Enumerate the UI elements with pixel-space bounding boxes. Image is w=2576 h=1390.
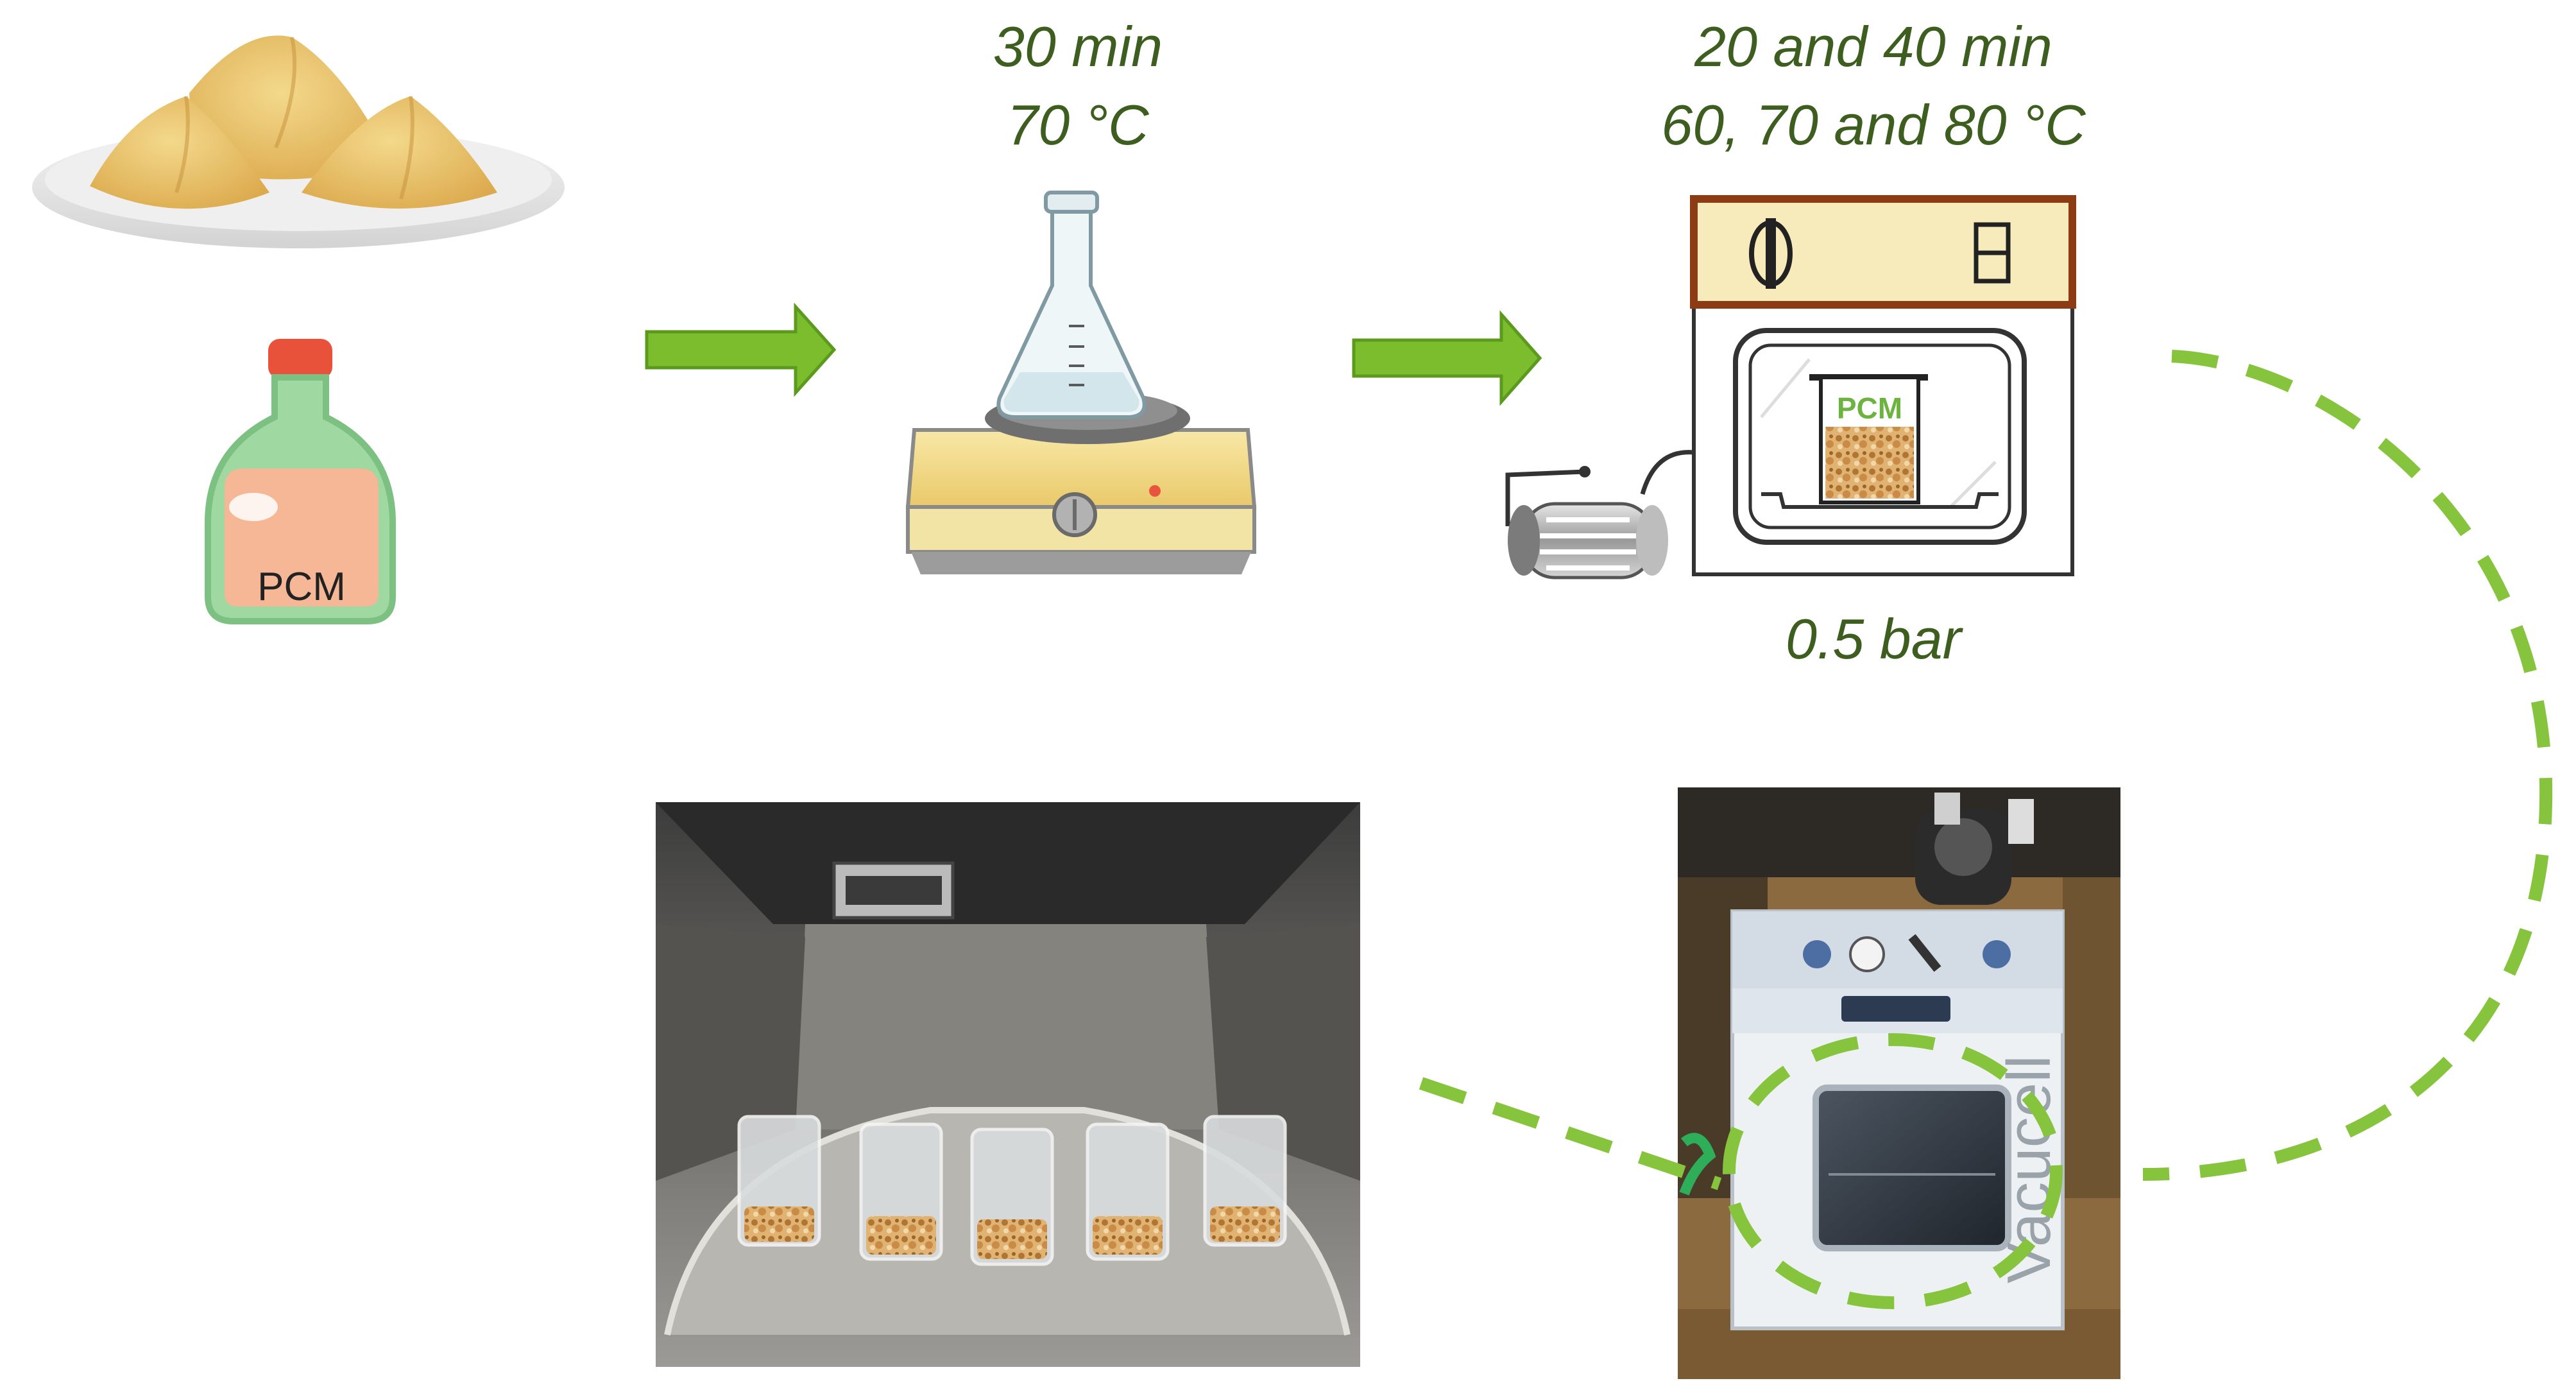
pump-icon	[1915, 793, 2034, 905]
vacuum-oven-schematic: PCM	[1690, 195, 2076, 576]
beaker-icon	[970, 1128, 1054, 1266]
dashed-connector	[1419, 350, 2553, 1309]
step2-temperature: 70 °C	[1007, 93, 1149, 157]
erlenmeyer-flask-icon	[996, 191, 1147, 419]
beaker-icon: PCM	[1809, 374, 1928, 504]
step3-temperatures: 60, 70 and 80 °C	[1661, 93, 2086, 157]
bottle-pcm-label: PCM	[257, 565, 346, 609]
arrow-right-icon	[645, 302, 837, 397]
sand-pile-icon	[32, 35, 565, 248]
knob-icon	[1803, 934, 2011, 972]
step3-pressure: 0.5 bar	[1786, 607, 1961, 671]
vacuum-pump-icon	[1505, 450, 1694, 579]
vacuum-oven-photo: Vacucell	[1678, 787, 2120, 1379]
beaker-icon	[1086, 1122, 1170, 1261]
beaker-icon	[1203, 1115, 1287, 1247]
step3-durations: 20 and 40 min	[1694, 15, 2052, 78]
pcm-bottle-icon: PCM	[205, 339, 396, 624]
step2-duration: 30 min	[993, 15, 1163, 78]
arrow-right-icon	[1352, 310, 1542, 406]
step3-conditions: 20 and 40 min 60, 70 and 80 °C	[1553, 8, 2194, 164]
beaker-pcm-label: PCM	[1837, 391, 1902, 425]
step2-conditions: 30 min 70 °C	[917, 8, 1238, 164]
dial-icon	[1749, 218, 1793, 289]
display-icon	[1974, 222, 2011, 284]
oven-interior-photo	[656, 802, 1360, 1367]
beaker-icon	[859, 1122, 943, 1261]
beaker-icon	[737, 1115, 821, 1247]
